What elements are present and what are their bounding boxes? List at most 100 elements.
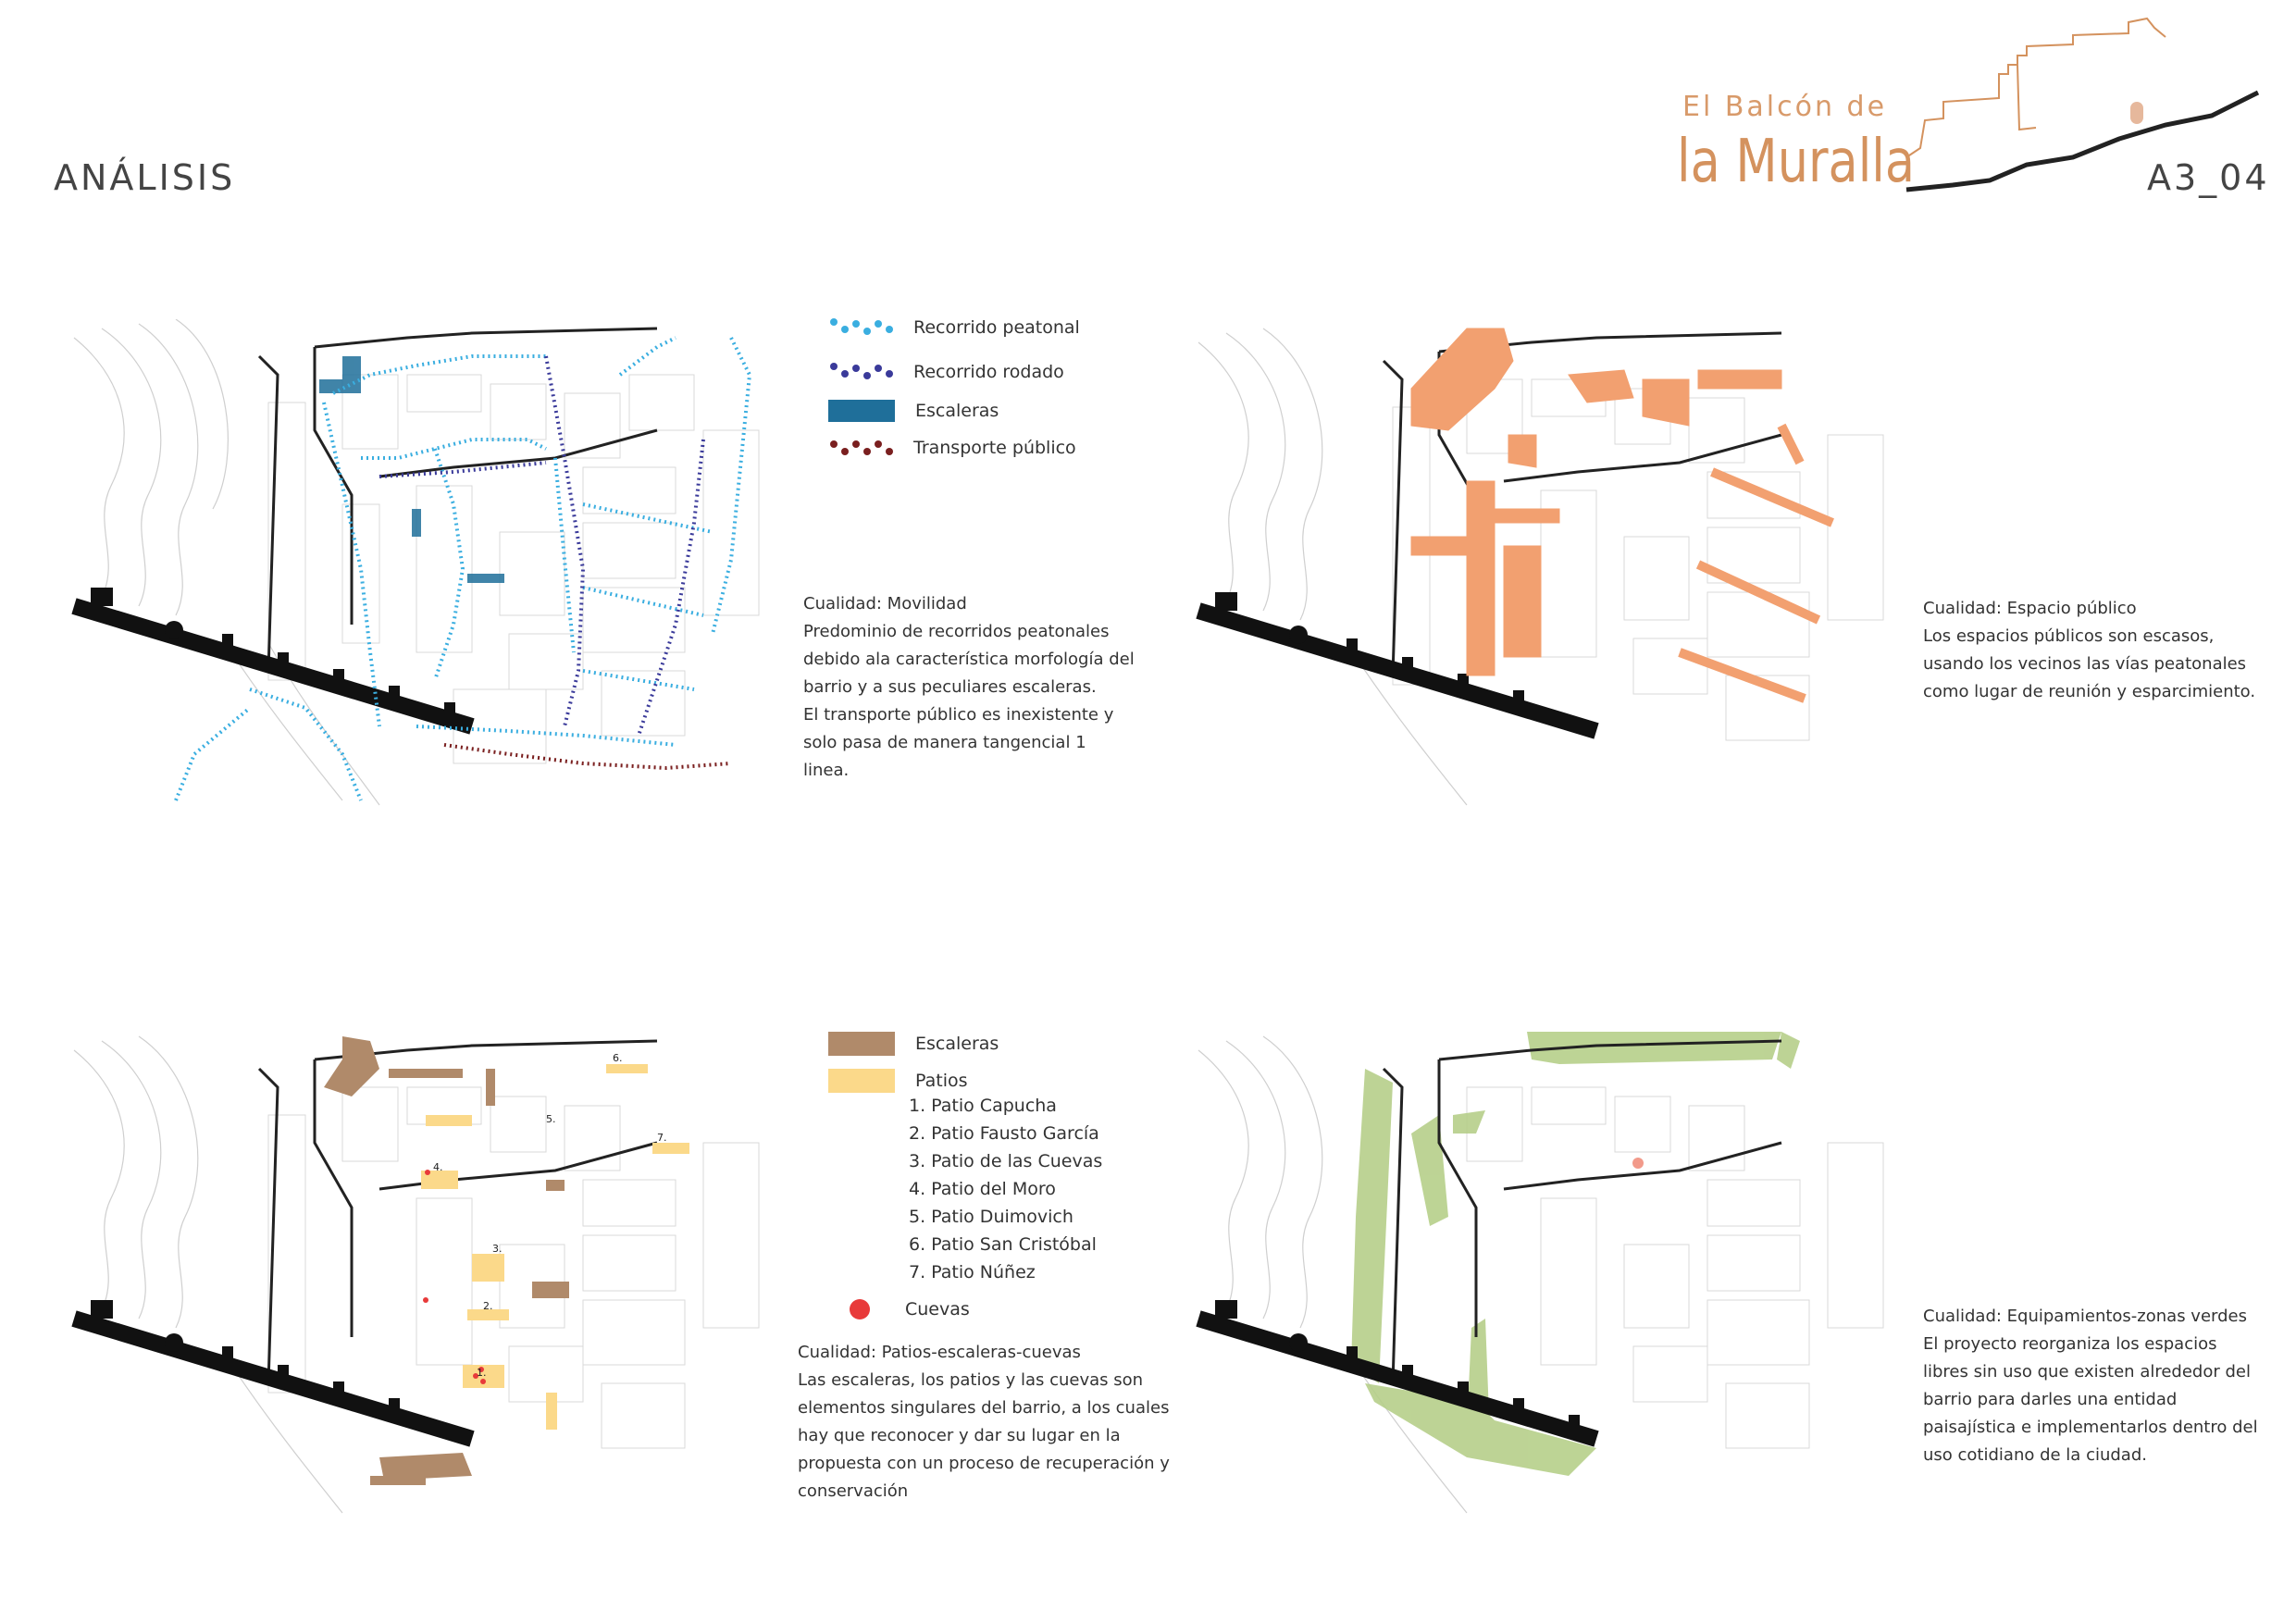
desc-line: linea.	[803, 761, 850, 780]
desc-line: conservación	[798, 1481, 909, 1501]
legend-caves: Cuevas	[850, 1299, 970, 1319]
desc-line: Los espacios públicos son escasos,	[1923, 626, 2215, 646]
desc-line: debido ala característica morfología del	[803, 650, 1135, 669]
vehicular-routes	[379, 355, 705, 737]
public-space-map	[1196, 328, 1884, 806]
pedestrian-dots-icon	[830, 318, 893, 335]
facility-marker	[1632, 1158, 1644, 1169]
desc-line: como lugar de reunión y esparcimiento.	[1923, 682, 2256, 701]
wall-towers	[1215, 592, 1524, 709]
arch-icon	[2130, 102, 2143, 124]
legend-stairs-blue-label: Escaleras	[915, 401, 999, 421]
patios-swatch-icon	[828, 1069, 895, 1093]
cave-markers	[423, 1170, 486, 1384]
desc-line: elementos singulares del barrio, a los c…	[798, 1398, 1170, 1418]
desc-line: El transporte público es inexistente y	[803, 705, 1114, 725]
desc-line: propuesta con un proceso de recuperación…	[798, 1454, 1170, 1473]
desc-line: El proyecto reorganiza los espacios	[1923, 1334, 2217, 1354]
neighborhood-outline	[1382, 1039, 1782, 1384]
patio-list-item: 7. Patio Núñez	[909, 1262, 1036, 1282]
sheet-code: A3_04	[2147, 157, 2270, 198]
patio-label-4: 4.	[433, 1161, 443, 1173]
public-space-streets	[1678, 423, 1834, 703]
pedestrian-routes	[174, 336, 752, 801]
brand-title-line1: El Balcón de	[1682, 91, 1888, 123]
desc-line: Cualidad: Movilidad	[803, 594, 967, 613]
brand-title-line2: la Muralla	[1677, 128, 1916, 196]
vehicular-dots-icon	[830, 363, 893, 379]
wall-towers	[91, 588, 455, 721]
public-space-areas	[1410, 328, 1782, 676]
patios-description: Cualidad: Patios-escaleras-cuevas Las es…	[798, 1339, 1186, 1505]
public-transport-route	[443, 743, 732, 771]
neighborhood-outline	[257, 1039, 658, 1384]
stairs-brown	[324, 1036, 569, 1485]
cave-dot-icon	[850, 1299, 870, 1319]
transport-dots-icon	[830, 440, 893, 455]
legend-vehicular: Recorrido rodado	[828, 359, 1064, 385]
stairs-swatch-icon	[828, 400, 895, 422]
patio-list-item: 1. Patio Capucha	[909, 1096, 1057, 1116]
stairs-swatch-icon	[828, 1032, 895, 1056]
urban-blocks	[267, 374, 760, 764]
green-zones-map	[1196, 1032, 1884, 1514]
terrain-contours	[1198, 1035, 1468, 1514]
patio-label-2: 2.	[483, 1300, 493, 1312]
legend-stairs-blue: Escaleras	[828, 400, 999, 422]
patio-label-3: 3.	[492, 1243, 503, 1255]
stairs-blue	[319, 356, 504, 583]
patio-label-6: 6.	[613, 1052, 623, 1064]
terrain-contours	[73, 319, 380, 806]
green-areas	[1351, 1032, 1800, 1476]
section-title: ANÁLISIS	[54, 157, 236, 198]
patio-list-item: 3. Patio de las Cuevas	[909, 1151, 1103, 1171]
legend-patios-label: Patios	[915, 1071, 968, 1091]
desc-line: Cualidad: Equipamientos-zonas verdes	[1923, 1307, 2247, 1326]
desc-line: paisajística e implementarlos dentro del	[1923, 1418, 2258, 1437]
city-wall-line	[1196, 602, 1599, 739]
desc-line: libres sin uso que existen alrededor del	[1923, 1362, 2251, 1381]
desc-line: Cualidad: Patios-escaleras-cuevas	[798, 1343, 1081, 1362]
legend-patios: Patios	[828, 1069, 968, 1093]
desc-line: Cualidad: Espacio público	[1923, 599, 2137, 618]
desc-line: barrio para darles una entidad	[1923, 1390, 2178, 1409]
patios-map: 1. 2. 3. 4. 5. 6. 7.	[71, 1035, 760, 1514]
city-wall-logo	[1905, 17, 2260, 192]
desc-line: Las escaleras, los patios y las cuevas s…	[798, 1370, 1144, 1390]
desc-line: uso cotidiano de la ciudad.	[1923, 1445, 2147, 1465]
public-space-description: Cualidad: Espacio público Los espacios p…	[1923, 595, 2270, 706]
patio-list: 1. Patio Capucha 2. Patio Fausto García …	[909, 1092, 1102, 1286]
legend-stairs-brown: Escaleras	[828, 1032, 999, 1056]
desc-line: barrio y a sus peculiares escaleras.	[803, 677, 1097, 697]
city-wall-line	[71, 598, 475, 735]
desc-line: usando los vecinos las vías peatonales	[1923, 654, 2247, 674]
legend-pedestrian: Recorrido peatonal	[828, 315, 1080, 341]
desc-line: Predominio de recorridos peatonales	[803, 622, 1110, 641]
patio-list-item: 6. Patio San Cristóbal	[909, 1234, 1097, 1255]
desc-line: solo pasa de manera tangencial 1	[803, 733, 1086, 752]
terrain-contours	[1198, 328, 1468, 806]
green-description: Cualidad: Equipamientos-zonas verdes El …	[1923, 1303, 2279, 1469]
patio-label-1: 1.	[477, 1367, 487, 1379]
legend-transport-label: Transporte público	[913, 438, 1076, 458]
mobility-map	[71, 319, 760, 806]
legend-stairs-brown-label: Escaleras	[915, 1034, 999, 1054]
legend-pedestrian-label: Recorrido peatonal	[913, 317, 1080, 338]
patio-map-labels: 1. 2. 3. 4. 5. 6. 7.	[433, 1052, 667, 1379]
patio-list-item: 5. Patio Duimovich	[909, 1207, 1074, 1227]
legend-caves-label: Cuevas	[905, 1299, 970, 1319]
patio-list-item: 2. Patio Fausto García	[909, 1123, 1099, 1144]
neighborhood-outline	[257, 327, 658, 672]
city-wall-line	[1196, 1310, 1599, 1447]
city-wall-line	[71, 1310, 475, 1447]
patio-list-item: 4. Patio del Moro	[909, 1179, 1056, 1199]
legend-vehicular-label: Recorrido rodado	[913, 362, 1064, 382]
patio-label-7: 7.	[657, 1132, 667, 1144]
terrain-contours	[73, 1035, 343, 1514]
wall-towers	[1215, 1300, 1580, 1433]
legend-transport: Transporte público	[828, 435, 1076, 461]
wall-towers	[91, 1300, 400, 1417]
desc-line: hay que reconocer y dar su lugar en la	[798, 1426, 1121, 1445]
urban-blocks	[1466, 1086, 1884, 1449]
mobility-description: Cualidad: Movilidad Predominio de recorr…	[803, 590, 1146, 785]
